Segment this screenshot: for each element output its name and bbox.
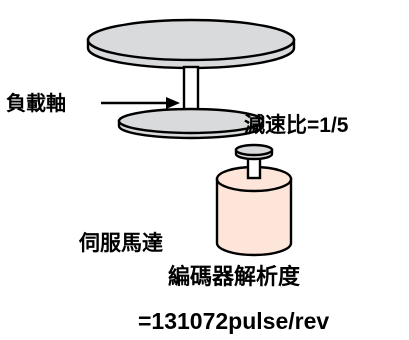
encoder-resolution-value: =131072pulse/rev: [138, 308, 330, 334]
reduction-ratio-text: 減速比: [244, 113, 307, 137]
load-shaft-arrow: [101, 97, 180, 109]
servo-motor-label: 伺服馬達: [79, 231, 163, 255]
table-top: [86, 18, 296, 70]
reduction-ratio-label: 減速比=1/5: [244, 113, 349, 137]
servo-motor: [215, 165, 293, 257]
reduction-ratio-value: =1/5: [307, 114, 349, 137]
encoder-resolution-label: 編碼器解析度: [168, 265, 301, 290]
load-shaft-label: 負載軸: [6, 91, 66, 115]
table-base: [117, 107, 265, 140]
reducer-cap: [234, 143, 274, 161]
